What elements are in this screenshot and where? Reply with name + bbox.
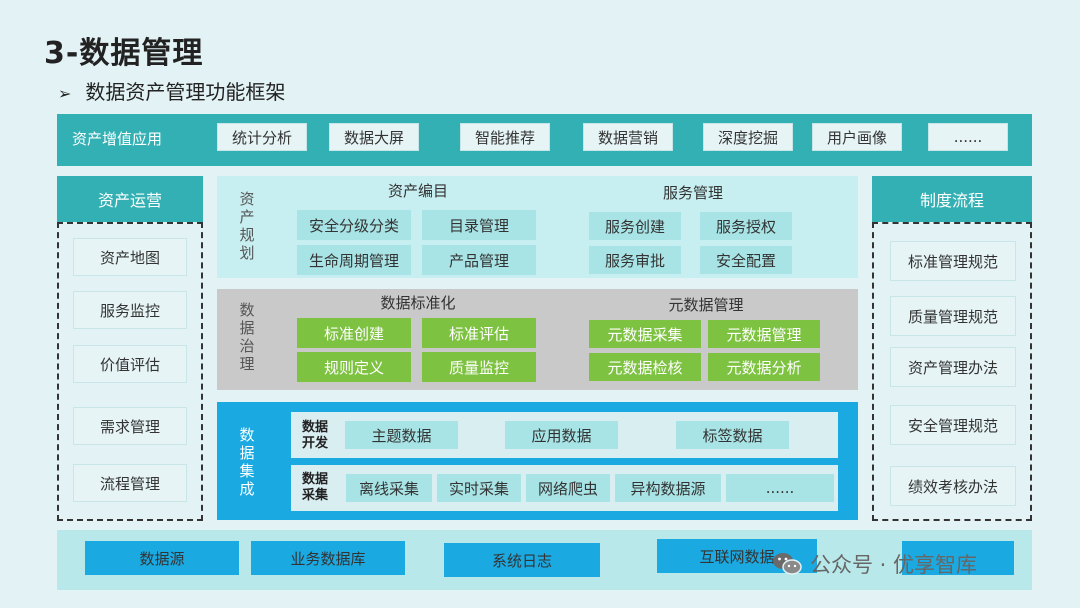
left-panel-item[interactable]: 需求管理 [73, 407, 187, 445]
left-panel-box [57, 222, 203, 521]
planning-item[interactable]: 安全配置 [700, 246, 792, 274]
asset-planning-label: 资产规划 [239, 190, 255, 262]
source-item[interactable]: 数据源 [85, 541, 239, 575]
top-item[interactable]: 智能推荐 [460, 123, 550, 151]
top-item[interactable]: 数据营销 [583, 123, 673, 151]
integration-item[interactable]: 应用数据 [505, 421, 618, 449]
left-panel-item[interactable]: 服务监控 [73, 291, 187, 329]
planning-item[interactable]: 产品管理 [422, 245, 536, 275]
right-panel-item[interactable]: 资产管理办法 [890, 347, 1016, 387]
integration-item[interactable]: 网络爬虫 [526, 474, 610, 502]
planning-item[interactable]: 目录管理 [422, 210, 536, 240]
planning-item[interactable]: 安全分级分类 [297, 210, 411, 240]
governance-item[interactable]: 规则定义 [297, 352, 411, 382]
source-item[interactable]: 系统日志 [444, 543, 600, 577]
top-item[interactable]: 统计分析 [217, 123, 307, 151]
left-panel-item[interactable]: 价值评估 [73, 345, 187, 383]
governance-item[interactable]: 元数据检核 [589, 353, 701, 381]
top-item[interactable]: 深度挖掘 [703, 123, 793, 151]
right-panel-item[interactable]: 安全管理规范 [890, 405, 1016, 445]
left-panel-item[interactable]: 资产地图 [73, 238, 187, 276]
page-subtitle: ➢ 数据资产管理功能框架 [58, 76, 285, 105]
top-item[interactable]: ...... [928, 123, 1008, 151]
governance-item[interactable]: 元数据管理 [708, 320, 820, 348]
integration-item[interactable]: ...... [726, 474, 834, 502]
service-management-title: 服务管理 [662, 184, 723, 202]
integration-item[interactable]: 异构数据源 [615, 474, 721, 502]
left-panel-item[interactable]: 流程管理 [73, 464, 187, 502]
governance-item[interactable]: 元数据分析 [708, 353, 820, 381]
governance-item[interactable]: 标准创建 [297, 318, 411, 348]
subtitle-text: 数据资产管理功能框架 [85, 80, 286, 104]
data-collection-label: 数据采集 [302, 472, 329, 503]
governance-item[interactable]: 元数据采集 [589, 320, 701, 348]
metadata-management-title: 元数据管理 [668, 296, 744, 314]
arrow-right-icon: ➢ [58, 84, 72, 103]
data-governance-label: 数据治理 [239, 301, 255, 373]
integration-item[interactable]: 离线采集 [346, 474, 432, 502]
top-item[interactable]: 用户画像 [812, 123, 902, 151]
governance-item[interactable]: 标准评估 [422, 318, 536, 348]
integration-item[interactable]: 标签数据 [676, 421, 789, 449]
asset-catalog-title: 资产编目 [387, 182, 448, 200]
integration-item[interactable]: 主题数据 [345, 421, 458, 449]
top-bar-label: 资产增值应用 [72, 130, 163, 148]
data-standardization-title: 数据标准化 [380, 294, 456, 312]
data-integration-label: 数据集成 [239, 426, 255, 498]
source-item-blank [902, 541, 1014, 575]
right-panel-item[interactable]: 质量管理规范 [890, 296, 1016, 336]
watermark: 公众号 · 优享智库 [772, 549, 977, 579]
planning-item[interactable]: 服务审批 [589, 246, 681, 274]
left-panel-title: 资产运营 [57, 176, 203, 222]
page-title: 3-数据管理 [44, 36, 204, 71]
right-panel-title: 制度流程 [872, 176, 1032, 222]
source-item[interactable]: 业务数据库 [251, 541, 405, 575]
right-panel-item[interactable]: 绩效考核办法 [890, 466, 1016, 506]
planning-item[interactable]: 生命周期管理 [297, 245, 411, 275]
planning-item[interactable]: 服务创建 [589, 212, 681, 240]
integration-item[interactable]: 实时采集 [437, 474, 521, 502]
right-panel-item[interactable]: 标准管理规范 [890, 241, 1016, 281]
governance-item[interactable]: 质量监控 [422, 352, 536, 382]
right-panel-box [872, 222, 1032, 521]
top-item[interactable]: 数据大屏 [329, 123, 419, 151]
wechat-icon [772, 551, 802, 577]
watermark-text: 公众号 · 优享智库 [810, 553, 978, 577]
planning-item[interactable]: 服务授权 [700, 212, 792, 240]
data-development-label: 数据开发 [302, 420, 329, 451]
